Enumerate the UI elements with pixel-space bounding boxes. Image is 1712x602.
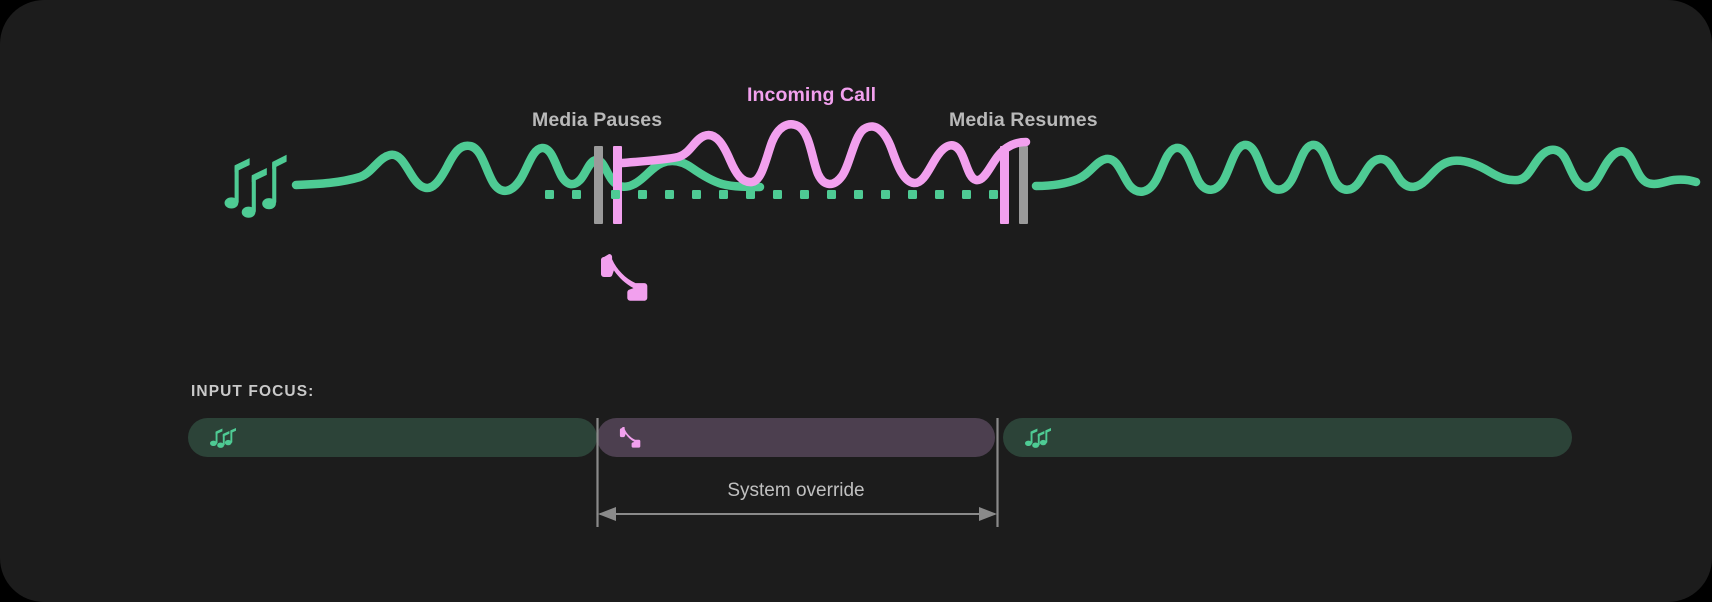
input-focus-caption: INPUT FOCUS:: [191, 383, 315, 400]
label-incoming-call: Incoming Call: [747, 84, 877, 106]
music-notes-icon: [224, 154, 287, 218]
timeline-graphic: [224, 120, 1701, 301]
music-notes-icon: [1025, 427, 1051, 448]
waveform-incoming-call: [617, 120, 1031, 189]
override-arrow-head-right: [979, 507, 997, 521]
waveform-media-after: [1031, 140, 1701, 196]
focus-bar-media-after[interactable]: [1003, 418, 1572, 457]
focus-bar-media-before[interactable]: [188, 418, 597, 457]
label-media-resumes: Media Resumes: [949, 109, 1098, 131]
label-system-override: System override: [727, 480, 865, 501]
phone-handset-icon: [601, 253, 648, 301]
override-arrow-head-left: [598, 507, 616, 521]
call-start-marker: [613, 146, 622, 224]
phone-handset-icon: [619, 426, 641, 449]
focus-bar-call[interactable]: [597, 418, 995, 457]
label-media-pauses: Media Pauses: [532, 109, 663, 131]
music-notes-icon: [210, 427, 236, 448]
pause-bar-marker: [594, 146, 603, 224]
audio-focus-timeline: Media Pauses Incoming Call Media Resumes: [224, 84, 1701, 301]
resume-bar-marker: [1019, 146, 1028, 224]
call-end-marker: [1000, 146, 1009, 224]
paused-media-dotted-baseline: [545, 190, 998, 199]
